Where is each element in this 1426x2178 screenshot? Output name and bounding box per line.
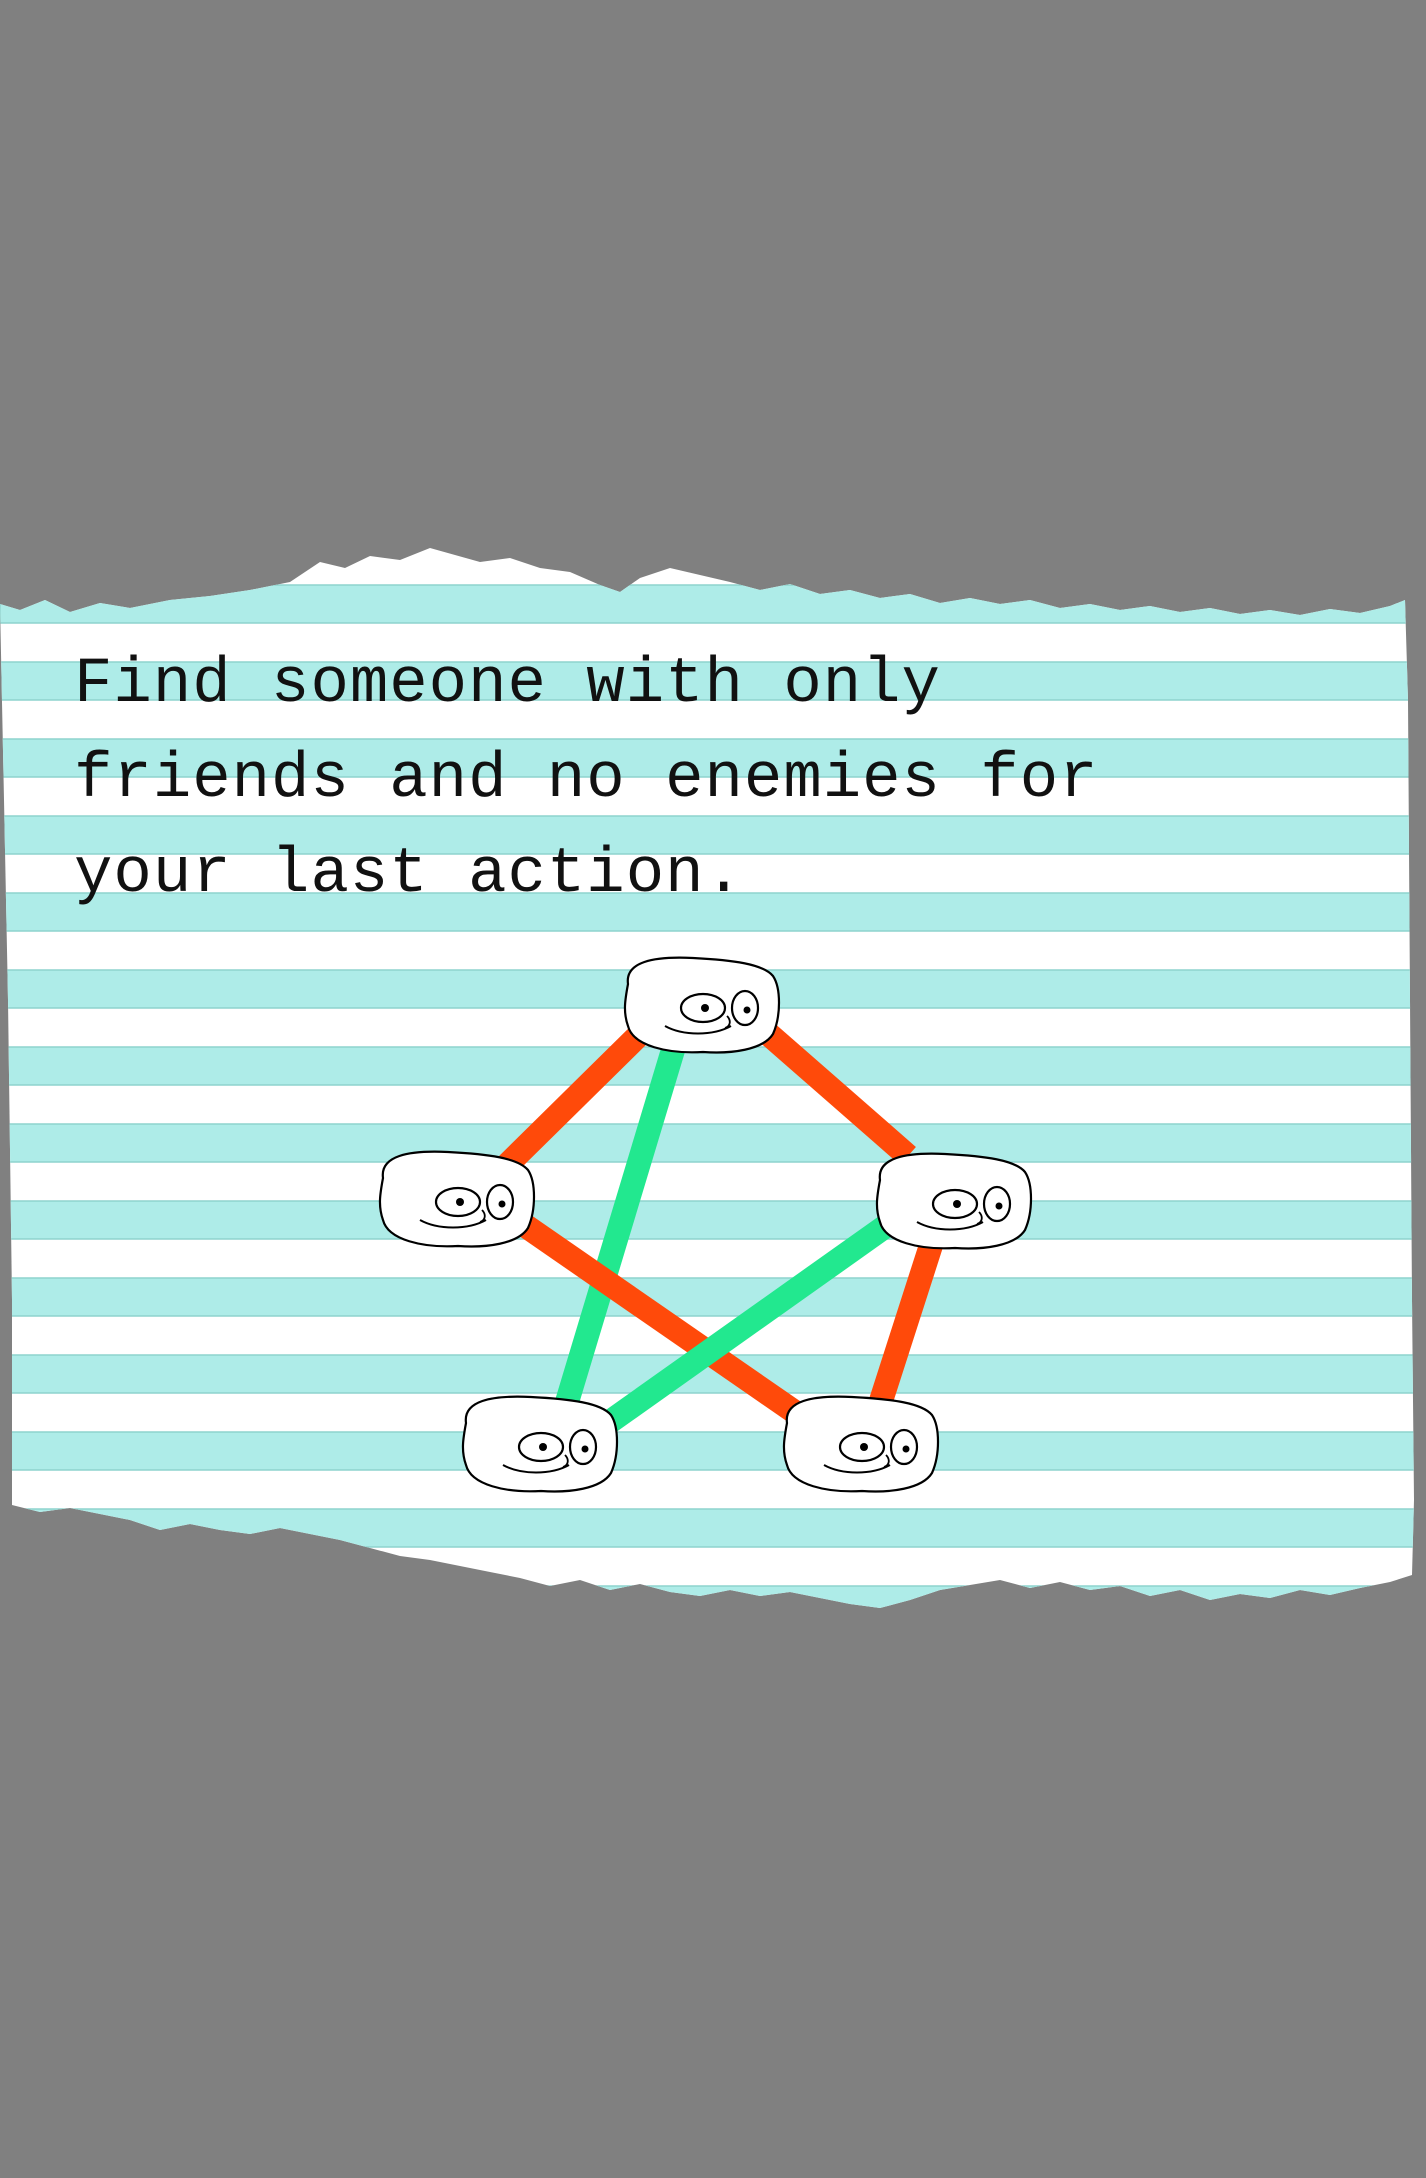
paper-stripe <box>0 1200 1414 1240</box>
character-pupil <box>743 1006 751 1014</box>
character-pupil <box>539 1443 547 1451</box>
character-body <box>623 956 781 1054</box>
character-eye <box>889 1428 919 1466</box>
paper-stripe <box>0 738 1414 778</box>
character-pupil <box>456 1198 464 1206</box>
paper-stripe <box>0 1277 1414 1317</box>
friend-edge-top-bottom-left <box>552 1036 688 1416</box>
character-nose <box>724 1015 731 1029</box>
character-pupil <box>953 1200 961 1208</box>
paper-stripe <box>0 1123 1414 1163</box>
character-eye <box>730 989 760 1027</box>
character-body <box>875 1152 1033 1250</box>
character-eye <box>485 1183 515 1221</box>
character-eye <box>931 1188 979 1220</box>
paper-stripe <box>0 1508 1414 1548</box>
enemy-edge-right-bottom-right <box>868 1232 946 1408</box>
character-pupil <box>498 1200 506 1208</box>
character-eye <box>517 1431 565 1463</box>
character-nose <box>562 1454 569 1468</box>
node-left-blob-face-icon[interactable] <box>378 1150 536 1248</box>
paper-stripe <box>0 1585 1414 1608</box>
node-top-blob-face-icon[interactable] <box>623 956 781 1054</box>
enemy-edge-left-bottom-right <box>513 1212 819 1434</box>
instruction-text: Find someone with only friends and no en… <box>74 649 1099 911</box>
enemy-edge-top-right <box>756 1020 916 1166</box>
character-pupil <box>581 1445 589 1453</box>
character-eye <box>982 1185 1012 1223</box>
paper-stripe <box>0 892 1414 932</box>
paper-stripe <box>0 1431 1414 1471</box>
character-body <box>461 1395 619 1493</box>
node-bottom-right-blob-face-icon[interactable] <box>782 1395 940 1493</box>
character-pupil <box>701 1004 709 1012</box>
node-bottom-left-blob-face-icon[interactable] <box>461 1395 619 1493</box>
paper-stripe <box>0 661 1414 701</box>
character-nose <box>479 1209 486 1223</box>
character-eye <box>838 1431 886 1463</box>
character-eye <box>568 1428 598 1466</box>
relationship-edges <box>495 1019 946 1436</box>
character-pupil <box>860 1443 868 1451</box>
friend-edge-right-bottom-left <box>597 1206 907 1436</box>
character-eye <box>434 1186 482 1218</box>
character-pupil <box>902 1445 910 1453</box>
character-body <box>782 1395 940 1493</box>
paper-stripe <box>0 815 1414 855</box>
paper-stripe <box>0 584 1414 624</box>
node-right-blob-face-icon[interactable] <box>875 1152 1033 1250</box>
character-nose <box>883 1454 890 1468</box>
character-pupil <box>995 1202 1003 1210</box>
enemy-edge-top-left <box>495 1019 655 1177</box>
character-eye <box>679 992 727 1024</box>
character-body <box>378 1150 536 1248</box>
character-nodes <box>378 956 1033 1493</box>
character-nose <box>976 1211 983 1225</box>
